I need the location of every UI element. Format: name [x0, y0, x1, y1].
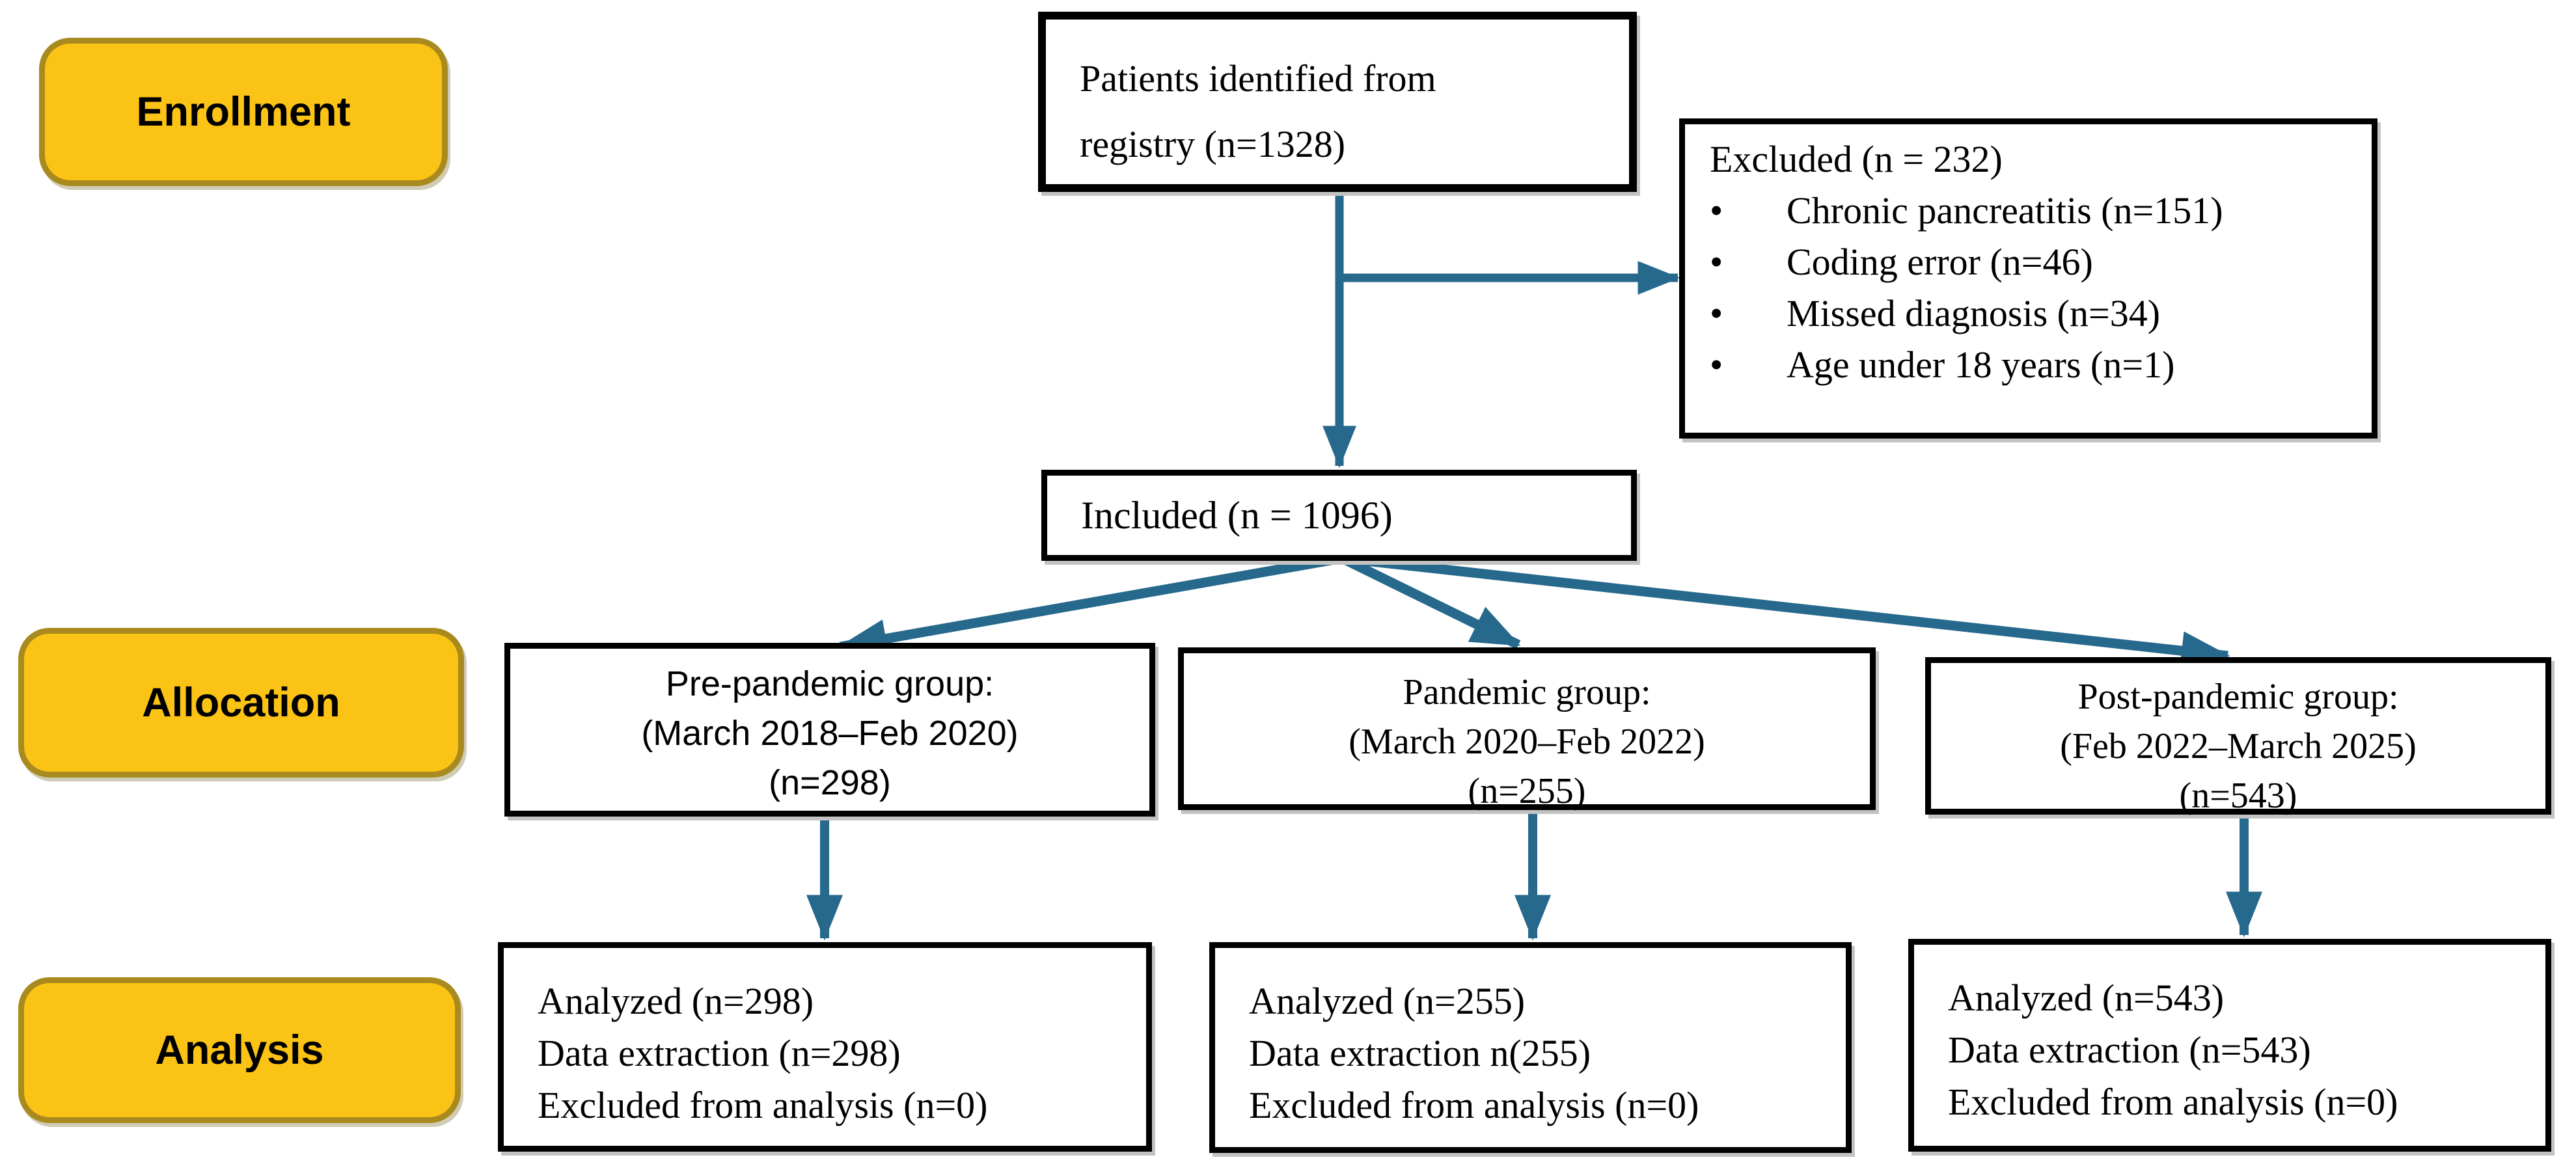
excluded-item: • Coding error (n=46)	[1710, 236, 2359, 288]
group-period: (March 2020–Feb 2022)	[1349, 722, 1705, 762]
group-count: (n=298)	[769, 763, 891, 802]
registry-line-1: Patients identified from	[1080, 57, 1436, 100]
excluded-item: • Chronic pancreatitis (n=151)	[1710, 185, 2359, 236]
group-title: Post-pandemic group:	[2077, 677, 2399, 717]
analysis-box-pre-pandemic: Analyzed (n=298) Data extraction (n=298)…	[498, 942, 1152, 1152]
stage-label-allocation: Allocation	[18, 628, 464, 778]
group-count: (n=543)	[2179, 776, 2297, 816]
bullet-icon: •	[1710, 292, 1723, 334]
excluded-item: • Missed diagnosis (n=34)	[1710, 288, 2359, 339]
analysis-analyzed: Analyzed (n=543)	[1948, 977, 2225, 1019]
stage-label-enrollment-text: Enrollment	[136, 89, 351, 135]
group-period: (Feb 2022–March 2025)	[2060, 726, 2417, 766]
group-box-post-pandemic: Post-pandemic group: (Feb 2022–March 202…	[1925, 657, 2551, 816]
included-text: Included (n = 1096)	[1081, 494, 1393, 537]
arrow-included-to-group3	[1341, 553, 2230, 671]
bullet-icon: •	[1710, 344, 1723, 386]
bullet-icon: •	[1710, 241, 1723, 283]
group-title: Pandemic group:	[1403, 672, 1651, 712]
stage-label-analysis-text: Analysis	[155, 1027, 324, 1073]
excluded-title: Excluded (n = 232)	[1710, 138, 2003, 180]
analysis-excluded: Excluded from analysis (n=0)	[1948, 1081, 2398, 1123]
stage-label-analysis: Analysis	[18, 977, 461, 1123]
stage-label-allocation-text: Allocation	[142, 680, 340, 725]
arrow-included-to-group2	[1339, 554, 1521, 649]
analysis-excluded: Excluded from analysis (n=0)	[538, 1084, 988, 1126]
bullet-icon: •	[1710, 189, 1723, 232]
analysis-excluded: Excluded from analysis (n=0)	[1249, 1084, 1699, 1126]
excluded-item: • Age under 18 years (n=1)	[1710, 339, 2359, 390]
group-box-pre-pandemic: Pre-pandemic group: (March 2018–Feb 2020…	[504, 643, 1155, 817]
group-box-pandemic: Pandemic group: (March 2020–Feb 2022) (n…	[1178, 647, 1876, 811]
analysis-analyzed: Analyzed (n=255)	[1249, 980, 1526, 1022]
registry-line-2: registry (n=1328)	[1080, 123, 1346, 165]
included-box: Included (n = 1096)	[1041, 470, 1637, 561]
excluded-box: Excluded (n = 232) • Chronic pancreatiti…	[1679, 118, 2377, 439]
group-count: (n=255)	[1468, 771, 1586, 811]
excluded-item-text: Coding error (n=46)	[1787, 241, 2093, 283]
analysis-extraction: Data extraction (n=298)	[538, 1032, 901, 1074]
stage-label-enrollment: Enrollment	[39, 38, 448, 186]
registry-box: Patients identified from registry (n=132…	[1038, 12, 1637, 192]
analysis-box-post-pandemic: Analyzed (n=543) Data extraction (n=543)…	[1908, 939, 2551, 1152]
analysis-box-pandemic: Analyzed (n=255) Data extraction n(255) …	[1209, 942, 1852, 1153]
analysis-extraction: Data extraction n(255)	[1249, 1032, 1591, 1074]
analysis-analyzed: Analyzed (n=298)	[538, 980, 814, 1022]
excluded-item-text: Chronic pancreatitis (n=151)	[1787, 189, 2223, 232]
excluded-item-text: Age under 18 years (n=1)	[1787, 344, 2175, 386]
group-title: Pre-pandemic group:	[665, 664, 994, 703]
group-period: (March 2018–Feb 2020)	[641, 714, 1019, 753]
arrow-included-to-group1	[838, 553, 1343, 658]
analysis-extraction: Data extraction (n=543)	[1948, 1029, 2311, 1071]
excluded-item-text: Missed diagnosis (n=34)	[1787, 292, 2161, 334]
